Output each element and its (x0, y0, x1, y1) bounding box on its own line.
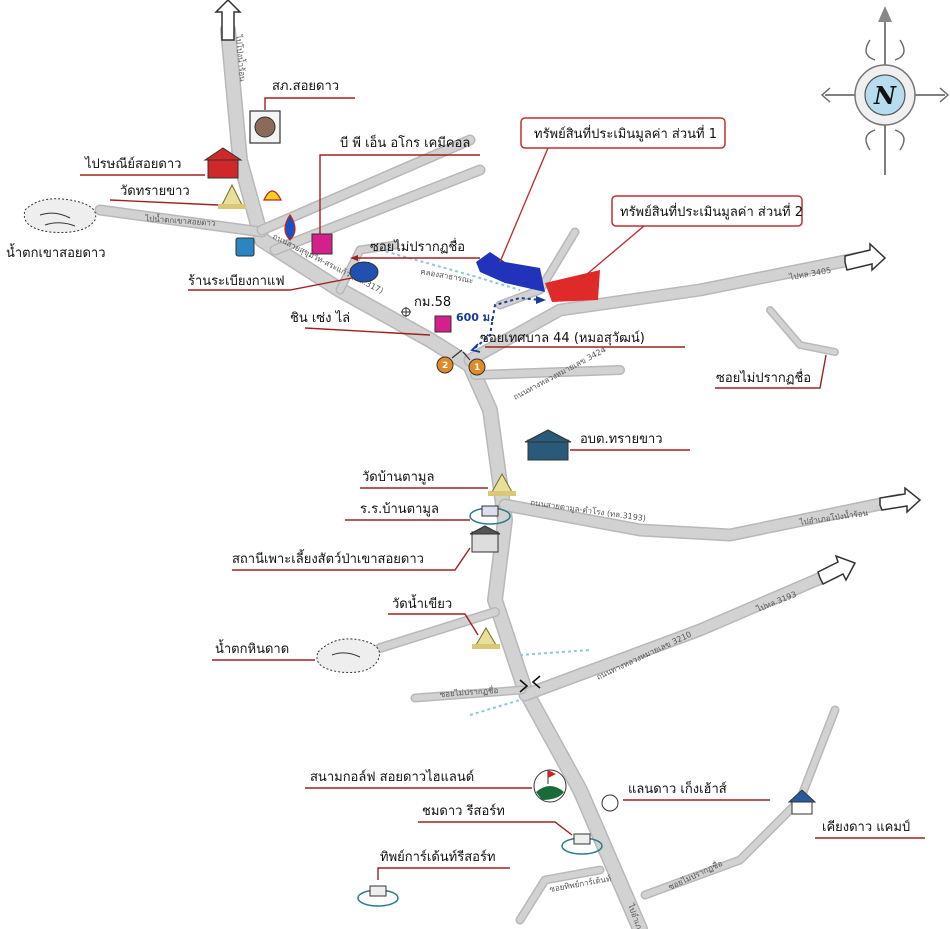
label-temple-saikhao: วัดทรายขาว (120, 184, 190, 199)
guesthouse-icon (601, 794, 619, 812)
arrow-3193-icon (817, 554, 857, 586)
junction-markers: 2 1 (436, 349, 486, 376)
road-label-canal: คลองสาธารณะ (420, 267, 474, 285)
poi-waterfall-soidao: น้ำตกเขาสอยดาว (6, 198, 106, 261)
label-pttgas: บี พี เอ็น อโกร เคมีคอล (340, 133, 470, 151)
poi-post: ไปรษณีย์สอยดาว (80, 147, 243, 179)
temple-icon-3 (475, 627, 497, 646)
post-office-icon (207, 157, 239, 179)
label-waterfall-hinlat: น้ำตกหินดาด (215, 639, 289, 657)
route-arrow-icon (536, 296, 546, 304)
compass-rose: N (820, 6, 950, 175)
poi-temple-saikhao: วัดทรายขาว (109, 183, 246, 209)
poi-coffee: ร้านระเบียงกาแฟ (188, 261, 379, 291)
poi-temple-tamun: วัดบ้านตามูล (360, 470, 516, 496)
label-coffee: ร้านระเบียงกาแฟ (188, 273, 285, 289)
poi-pttgas: บี พี เอ็น อโกร เคมีคอล (235, 133, 480, 257)
shop-icon (434, 315, 452, 333)
junction-arrow-icon (470, 343, 481, 353)
label-thipkan: ทิพย์การ์เด้นท์รีสอร์ท (380, 849, 496, 865)
poi-soi-tessaban: ซอยเทศบาล 44 (หมอสุวัฒน์) (480, 330, 685, 348)
poi-temple-namkhiao: วัดน้ำเขียว (388, 594, 500, 649)
label-wildlife: สถานีเพาะเลี้ยงสัตว์ป่าเขาสอยดาว (232, 549, 424, 567)
callout-parcel-2: ทรัพย์สินที่ประเมินมูลค่า ส่วนที่ 2 (579, 195, 803, 281)
poi-chin: ชิน เซ่ง ไล่ กม.58 600 ม. (290, 295, 494, 336)
fertilizer-shop-icon (311, 233, 333, 255)
label-obt: อบต.ทรายขาว (580, 432, 663, 447)
poi-wildlife: สถานีเพาะเลี้ยงสัตว์ป่าเขาสอยดาว (232, 525, 501, 571)
asset-parcels (470, 252, 600, 353)
shell-icon (263, 190, 282, 201)
marker-2-icon (436, 356, 454, 374)
poi-soi-noname-1: ซอยไม่ปรากฏชื่อ (350, 238, 480, 261)
road-label-soi4: ซอยไม่ปรากฏชื่อ (666, 857, 724, 892)
ptt-drop-icon (284, 213, 296, 241)
poi-khiangdao: เคียงดาว แคมป์ (787, 789, 925, 839)
poi-golf: สนามกอล์ฟ สอยดาวไฮแลนด์ (305, 769, 567, 803)
label-waterfall-soidao: น้ำตกเขาสอยดาว (6, 243, 106, 261)
label-post: ไปรษณีย์สอยดาว (84, 156, 181, 172)
label-chin: ชิน เซ่ง ไล่ (290, 310, 350, 326)
poi-thipkan: ทิพย์การ์เด้นท์รีสอร์ท (357, 849, 510, 907)
compass-letter: N (873, 81, 897, 110)
arrow-3405-icon (844, 242, 887, 272)
marker-1-text: 1 (474, 363, 480, 373)
poi-chomdao: ชมดาว รีสอร์ท (418, 803, 603, 855)
label-temple-namkhiao: วัดน้ำเขียว (392, 594, 452, 612)
marker-1-icon (468, 358, 486, 376)
road-arrows (214, 0, 922, 586)
callout-parcel-1-text: ทรัพย์สินที่ประเมินมูลค่า ส่วนที่ 1 (534, 125, 717, 142)
gas-station-icon (235, 237, 255, 257)
bridge-icon (519, 675, 541, 693)
wildlife-station-icon (471, 531, 499, 553)
temple-icon (221, 183, 243, 206)
poi-police: สภ.สอยดาว (249, 79, 355, 144)
label-soi-noname-2: ซอยไม่ปรากฏชื่อ (716, 369, 811, 386)
parcel-2-shape (545, 270, 600, 302)
label-chomdao: ชมดาว รีสอร์ท (422, 803, 505, 819)
waterfall-icon (23, 198, 97, 233)
label-soi-noname-1: ซอยไม่ปรากฏชื่อ (370, 238, 465, 255)
poi-obt: อบต.ทรายขาว (524, 429, 690, 461)
label-distance: 600 ม. (456, 311, 494, 324)
arrow-pong-icon (879, 486, 922, 514)
bridge-marker (519, 675, 541, 693)
label-landao: แลนดาว เก็งเฮ้าส์ (628, 779, 727, 797)
callout-parcel-1: ทรัพย์สินที่ประเมินมูลค่า ส่วนที่ 1 (499, 117, 726, 263)
poi-school: ร.ร.บ้านตามูล (345, 502, 511, 525)
label-police: สภ.สอยดาว (272, 79, 339, 94)
label-km: กม.58 (414, 295, 451, 310)
arrow-north-icon (214, 0, 242, 41)
poi-landao: แลนดาว เก็งเฮ้าส์ (601, 779, 770, 812)
parcel-1-shape (476, 252, 545, 292)
government-office-icon (527, 439, 569, 461)
label-school: ร.ร.บ้านตามูล (360, 502, 439, 517)
label-temple-tamun: วัดบ้านตามูล (362, 470, 434, 485)
label-golf: สนามกอล์ฟ สอยดาวไฮแลนด์ (310, 769, 474, 785)
coffee-shop-icon (349, 261, 379, 283)
marker-2-text: 2 (442, 361, 448, 371)
waterfall-icon-2 (316, 638, 380, 673)
label-soi-tessaban: ซอยเทศบาล 44 (หมอสุวัฒน์) (480, 330, 645, 346)
access-route (474, 296, 541, 349)
road-label-3210: ถนนทางหลวงหมายเลข 3210 (595, 630, 693, 682)
poi-waterfall-hinlat: น้ำตกหินดาด (212, 638, 380, 673)
label-khiangdao: เคียงดาว แคมป์ (822, 819, 910, 835)
poi-soi-noname-2: ซอยไม่ปรากฏชื่อ (715, 354, 827, 389)
callout-parcel-2-text: ทรัพย์สินที่ประเมินมูลค่า ส่วนที่ 2 (620, 203, 803, 220)
compass-north-arrow-icon (878, 6, 892, 22)
